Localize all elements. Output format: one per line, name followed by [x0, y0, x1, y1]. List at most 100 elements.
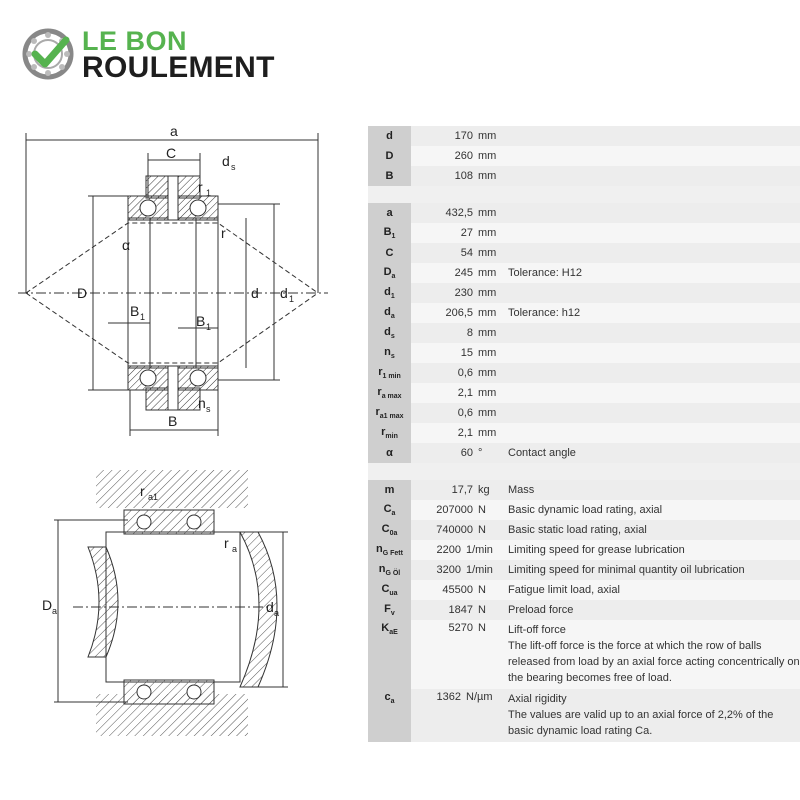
label-d-inner: d: [251, 285, 259, 301]
label-b1-left: B: [130, 303, 139, 319]
spec-symbol: KaE: [368, 620, 411, 689]
spec-symbol-main: n: [384, 345, 391, 358]
spec-description: [500, 203, 800, 223]
spec-symbol: B: [368, 166, 411, 186]
spec-symbol: α: [368, 443, 411, 463]
spec-symbol-main: n: [378, 562, 386, 575]
spec-description-title: Basic dynamic load rating, axial: [508, 504, 663, 516]
spec-symbol-main: C: [383, 502, 392, 515]
spec-gap-symbol: [368, 463, 411, 480]
spec-unit: mm: [478, 227, 497, 239]
label-da-inner: d: [266, 599, 274, 615]
spec-unit: mm: [478, 367, 497, 379]
spec-value: 740000: [436, 524, 473, 536]
spec-value-cell: 740000 N: [411, 520, 500, 540]
spec-description: Basic dynamic load rating, axial: [500, 500, 800, 520]
spec-symbol-sub: a: [391, 273, 396, 281]
spec-value-cell: 5270 N: [411, 620, 500, 689]
spec-symbol: rmin: [368, 423, 411, 443]
spec-description-title: Limiting speed for grease lubrication: [508, 544, 685, 556]
spec-symbol-main: d: [384, 325, 391, 338]
label-da-outer: D: [42, 597, 52, 613]
spec-gap: [411, 186, 800, 203]
spec-value: 17,7: [451, 484, 473, 496]
spec-symbol-sub: G Fett: [382, 550, 403, 558]
label-ns-sub: s: [206, 404, 211, 414]
spec-description: [500, 403, 800, 423]
spec-symbol-sub: a: [390, 698, 395, 706]
spec-unit: mm: [478, 427, 497, 439]
spec-symbol: ds: [368, 323, 411, 343]
brand-line-1: LE BON: [82, 26, 188, 56]
spec-value: 8: [466, 327, 473, 339]
spec-symbol-main: r: [377, 385, 382, 398]
spec-value: 5270: [448, 622, 473, 634]
spec-symbol-main: B: [383, 225, 392, 238]
spec-symbol-sub: a: [390, 313, 395, 321]
label-d1: d: [280, 285, 288, 301]
spec-value: 2,1: [457, 427, 473, 439]
spec-symbol-main: K: [381, 622, 390, 634]
spec-symbol: d: [368, 126, 411, 146]
spec-description-title: Tolerance: h12: [508, 307, 581, 319]
spec-unit: mm: [478, 307, 497, 319]
spec-unit: N: [478, 622, 486, 634]
spec-description-title: Contact angle: [508, 447, 576, 459]
spec-description-title: Limiting speed for minimal quantity oil …: [508, 564, 745, 576]
spec-unit: mm: [478, 407, 497, 419]
spec-value-cell: 1847 N: [411, 600, 500, 620]
spec-description: Fatigue limit load, axial: [500, 580, 800, 600]
spec-symbol-sub: ua: [389, 590, 398, 598]
spec-symbol-sub: s: [390, 333, 395, 341]
label-a: a: [170, 123, 178, 139]
brand-logo: LE BON ROULEMENT: [22, 24, 312, 86]
spec-symbol-main: r: [381, 425, 386, 438]
spec-symbol: d1: [368, 283, 411, 303]
spec-value: 170: [454, 130, 473, 142]
spec-unit: N: [478, 524, 486, 536]
label-c: C: [166, 145, 176, 161]
spec-unit: mm: [478, 207, 497, 219]
spec-symbol: C0a: [368, 520, 411, 540]
spec-description: [500, 166, 800, 186]
spec-unit: kg: [478, 484, 490, 496]
spec-value-cell: 2,1 mm: [411, 423, 500, 443]
label-da-outer-sub: a: [52, 606, 57, 616]
spec-symbol-sub: 0a: [389, 530, 398, 538]
spec-description: Basic static load rating, axial: [500, 520, 800, 540]
spec-unit: mm: [478, 130, 497, 142]
label-alpha: α: [122, 237, 130, 253]
label-d-outer: D: [77, 285, 87, 301]
spec-unit: mm: [478, 327, 497, 339]
spec-description-title: Fatigue limit load, axial: [508, 584, 620, 596]
spec-unit: mm: [478, 247, 497, 259]
spec-unit: N: [478, 604, 486, 616]
spec-symbol-main: d: [384, 285, 391, 298]
spec-symbol-sub: a1 max: [379, 413, 404, 421]
spec-value: 1847: [448, 604, 473, 616]
spec-row: rmin 2,1 mm: [368, 423, 800, 443]
spec-symbol: ra max: [368, 383, 411, 403]
spec-symbol-sub: G Öl: [385, 570, 401, 578]
label-b1-right: B: [196, 313, 205, 329]
spec-description: Tolerance: h12: [500, 303, 800, 323]
label-b1-right-sub: 1: [206, 322, 211, 332]
spec-symbol: ns: [368, 343, 411, 363]
spec-symbol: D: [368, 146, 411, 166]
spec-description: [500, 146, 800, 166]
spec-symbol-main: a: [386, 207, 393, 219]
